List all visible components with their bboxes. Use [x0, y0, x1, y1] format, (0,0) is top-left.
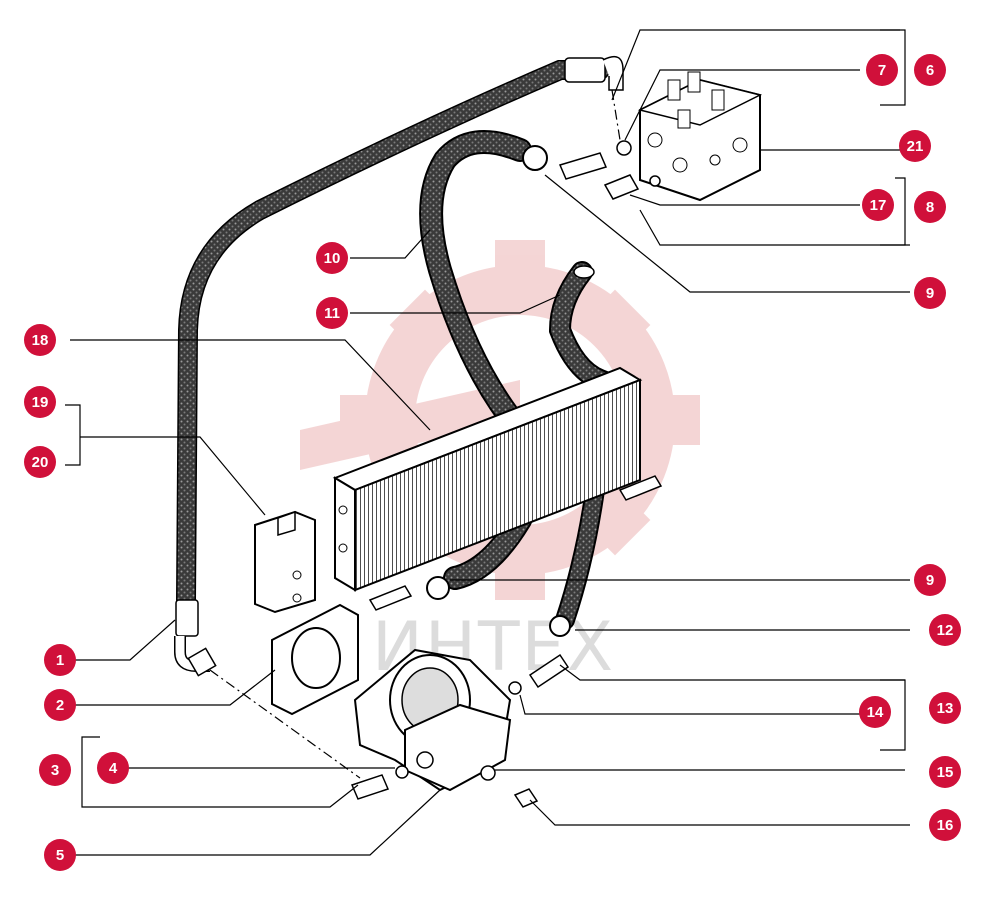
- callout-1[interactable]: 1: [44, 644, 76, 676]
- callout-badge: [899, 130, 931, 162]
- callout-badge: [914, 277, 946, 309]
- callout-16[interactable]: 16: [929, 809, 961, 841]
- fittings: [350, 140, 661, 808]
- callout-5[interactable]: 5: [44, 839, 76, 871]
- callout-badge: [316, 297, 348, 329]
- callout-badge: [44, 644, 76, 676]
- callout-badge: [929, 692, 961, 724]
- callout-10[interactable]: 10: [316, 242, 348, 274]
- callout-label: 16: [937, 817, 954, 834]
- callout-9a[interactable]: 9: [914, 277, 946, 309]
- watermark-logo: [300, 240, 700, 600]
- callout-label: 10: [324, 250, 341, 267]
- bracket: [254, 510, 316, 614]
- callout-2[interactable]: 2: [44, 689, 76, 721]
- callout-14[interactable]: 14: [859, 696, 891, 728]
- callout-badge: [914, 564, 946, 596]
- callout-label: 20: [32, 454, 49, 471]
- callout-8[interactable]: 8: [914, 191, 946, 223]
- callout-label: 17: [870, 197, 887, 214]
- group-brackets: [65, 29, 906, 808]
- gasket: [271, 603, 359, 716]
- callout-label: 11: [324, 305, 340, 322]
- callout-label: 5: [56, 847, 64, 864]
- callout-13[interactable]: 13: [929, 692, 961, 724]
- callout-18[interactable]: 18: [24, 324, 56, 356]
- hose-11: [548, 261, 611, 630]
- callout-badge: [316, 242, 348, 274]
- callout-7[interactable]: 7: [866, 54, 898, 86]
- callout-19[interactable]: 19: [24, 386, 56, 418]
- callout-label: 7: [878, 62, 886, 79]
- callout-label: 8: [926, 199, 934, 216]
- callout-label: 15: [937, 764, 954, 781]
- callout-4[interactable]: 4: [97, 752, 129, 784]
- callout-badge: [914, 54, 946, 86]
- callout-badge: [929, 756, 961, 788]
- callout-label: 19: [32, 394, 49, 411]
- callout-badge: [97, 752, 129, 784]
- callout-badge: [39, 754, 71, 786]
- callout-17[interactable]: 17: [862, 189, 894, 221]
- callout-badge: [862, 189, 894, 221]
- callout-12[interactable]: 12: [929, 614, 961, 646]
- callout-badge: [929, 809, 961, 841]
- callout-label: 3: [51, 762, 59, 779]
- callout-15[interactable]: 15: [929, 756, 961, 788]
- valve-block: [637, 71, 763, 202]
- callout-badge: [24, 446, 56, 478]
- callout-label: 2: [56, 697, 64, 714]
- callout-21[interactable]: 21: [899, 130, 931, 162]
- callout-label: 6: [926, 62, 934, 79]
- callout-6[interactable]: 6: [914, 54, 946, 86]
- callout-11[interactable]: 11: [316, 297, 348, 329]
- oil-cooler: [332, 366, 663, 611]
- callout-badge: [24, 386, 56, 418]
- callout-label: 12: [937, 622, 954, 639]
- callout-badge: [44, 689, 76, 721]
- callout-badge: [44, 839, 76, 871]
- callout-badge: [859, 696, 891, 728]
- callout-badge: [929, 614, 961, 646]
- callout-label: 18: [32, 332, 49, 349]
- callout-label: 13: [937, 700, 954, 717]
- braided-hose-long: [174, 55, 624, 677]
- callout-9b[interactable]: 9: [914, 564, 946, 596]
- callout-badge: [914, 191, 946, 223]
- leader-lines: [70, 29, 910, 856]
- callout-label: 21: [907, 138, 924, 155]
- callout-3[interactable]: 3: [39, 754, 71, 786]
- callout-20[interactable]: 20: [24, 446, 56, 478]
- callout-label: 4: [109, 760, 118, 777]
- callout-badge: [24, 324, 56, 356]
- callout-label: 9: [926, 572, 934, 589]
- callout-badge: [866, 54, 898, 86]
- callout-label: 14: [867, 704, 884, 721]
- callout-label: 9: [926, 285, 934, 302]
- callout-label: 1: [56, 652, 64, 669]
